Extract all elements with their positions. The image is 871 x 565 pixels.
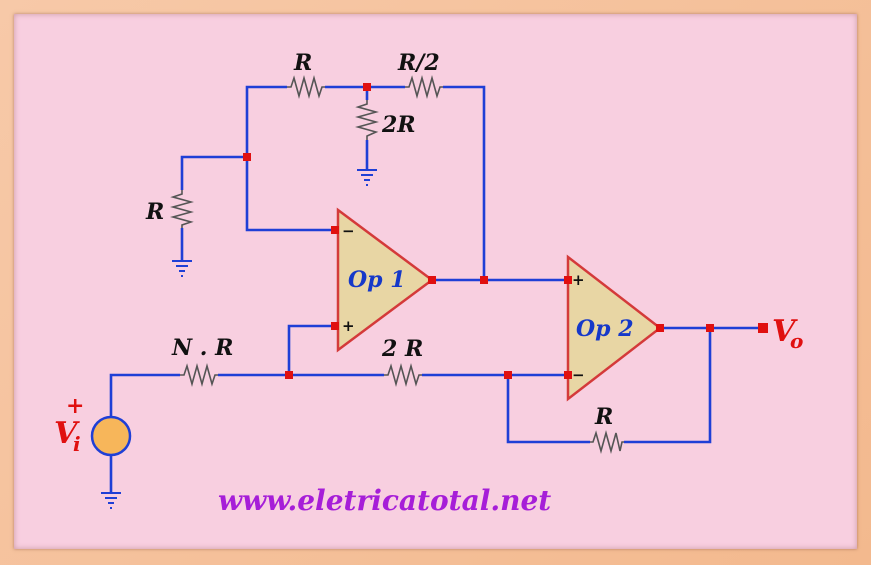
label-2r-shunt: 2R: [381, 112, 416, 138]
op1-label: Op 1: [348, 267, 406, 293]
website-url: www.eletricatotal.net: [218, 484, 551, 517]
ground-symbol-source: [101, 492, 121, 509]
resistor-r-half: [405, 75, 443, 99]
label-r-left: R: [145, 199, 164, 225]
label-r-half: R/2: [397, 50, 440, 76]
op2-minus-sign: −: [572, 366, 585, 384]
opamp-1: − + Op 1: [336, 207, 435, 353]
junction-nodes: [243, 83, 768, 379]
resistor-r-top: [287, 75, 325, 99]
label-2r-series: 2 R: [381, 336, 423, 362]
input-voltage-label: V: [54, 416, 80, 451]
op2-label: Op 2: [576, 316, 634, 342]
input-voltage-subscript: i: [73, 432, 81, 456]
op1-plus-sign: +: [342, 317, 355, 335]
label-r-feedback: R: [594, 404, 613, 430]
output-voltage-subscript: o: [790, 329, 803, 353]
resistor-2r-series: [384, 363, 422, 387]
output-voltage-label: V: [772, 314, 798, 349]
resistor-2r-shunt: [355, 100, 379, 140]
ground-symbol-2r: [357, 169, 377, 186]
resistor-r-left: [170, 190, 194, 228]
resistor-r-feedback: [590, 430, 624, 454]
label-r-top: R: [293, 50, 312, 76]
resistor-nr: [180, 363, 218, 387]
voltage-source: [90, 415, 132, 457]
opamp-2: + − Op 2: [566, 254, 663, 402]
op1-minus-sign: −: [342, 222, 355, 240]
label-nr: N . R: [171, 335, 233, 361]
input-plus-sign: +: [66, 393, 84, 419]
op2-plus-sign: +: [572, 271, 585, 289]
ground-symbol-left: [172, 260, 192, 277]
wires: [109, 85, 760, 492]
